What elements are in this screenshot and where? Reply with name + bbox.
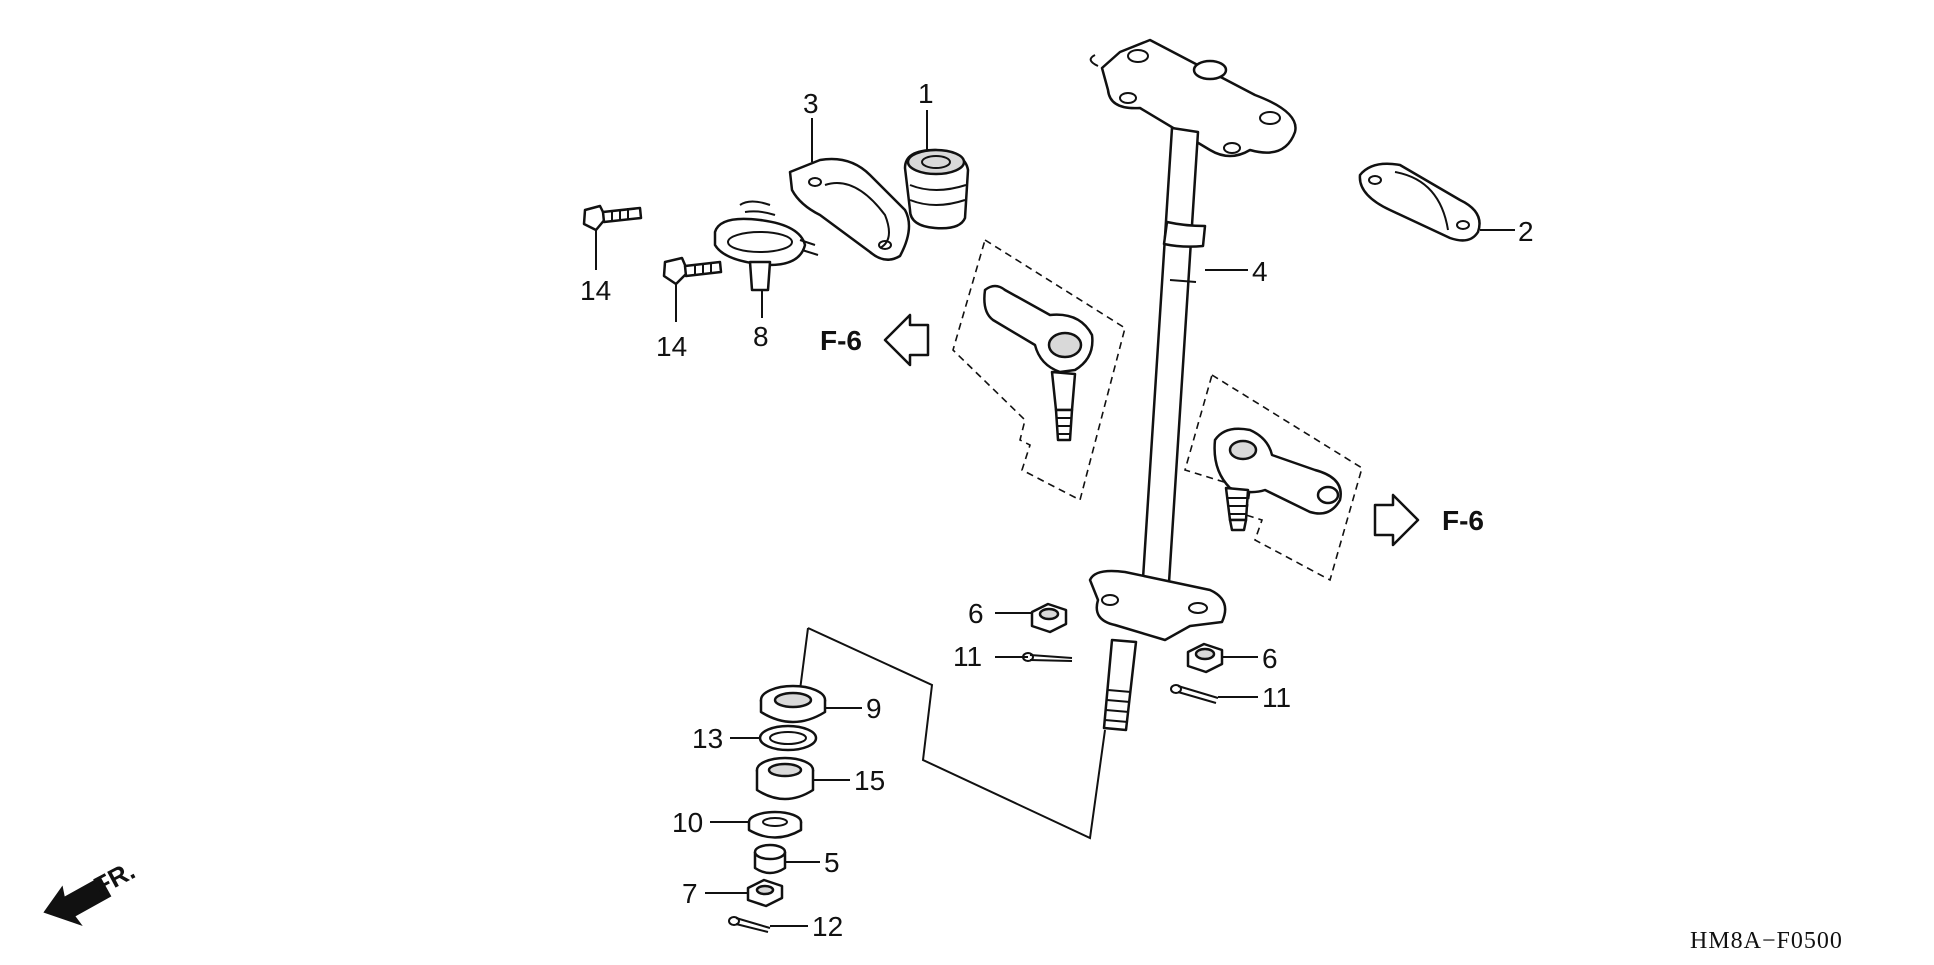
o-ring: [758, 724, 818, 752]
cotter-pin-left: [1022, 652, 1073, 662]
bolt-1: [582, 204, 643, 232]
front-direction-indicator: FR.: [43, 855, 140, 926]
callout-5: 5: [824, 847, 840, 878]
front-direction-arrow-icon: [43, 876, 112, 926]
reference-arrow-left[interactable]: F-6: [820, 313, 930, 367]
callout-10: 10: [672, 807, 703, 838]
callout-13: 13: [692, 723, 723, 754]
shaft-holder: [739, 157, 911, 261]
callout-9: 9: [866, 693, 882, 724]
bolt-2: [662, 256, 723, 286]
leader-lines: [595, 110, 1515, 927]
reference-arrow-icon: [883, 313, 930, 367]
callout-11b: 11: [1262, 682, 1291, 713]
lower-nut: [746, 878, 784, 908]
reference-label: F-6: [1442, 505, 1484, 536]
bushing: [747, 810, 803, 839]
callout-labels: 1 2 3 4 5 6 6 7 8 9 10 11 11 12 13 14 14…: [580, 78, 1534, 942]
dust-seal: [1358, 162, 1481, 242]
callout-8: 8: [753, 321, 769, 352]
callout-2: 2: [1518, 216, 1534, 247]
callout-15: 15: [854, 765, 885, 796]
nut-left: [1030, 602, 1068, 634]
reference-arrow-icon: [1373, 493, 1420, 547]
cotter-pin-right: [1170, 684, 1219, 704]
callout-1: 1: [918, 78, 934, 109]
assembly-bracket: [807, 627, 1106, 840]
nut-right: [1186, 642, 1224, 674]
bearing: [755, 756, 815, 801]
callout-11a: 11: [953, 641, 982, 672]
oil-seal: [759, 684, 827, 724]
collar-bushing: [753, 843, 787, 875]
callout-3: 3: [803, 88, 819, 119]
tie-rod-end-left: [952, 238, 1126, 502]
lower-cotter-pin: [728, 916, 771, 933]
tie-rod-end-right: [1184, 373, 1363, 582]
callout-14a: 14: [580, 275, 611, 306]
steering-shaft: [1088, 38, 1297, 732]
callout-12: 12: [812, 911, 843, 942]
drawing-code: HM8A−F0500: [1690, 928, 1843, 954]
clamp: [713, 217, 819, 292]
callout-7: 7: [682, 878, 698, 909]
reference-arrow-right[interactable]: F-6: [1373, 493, 1484, 547]
callout-4: 4: [1252, 256, 1268, 287]
reference-label: F-6: [820, 325, 862, 356]
callout-6a: 6: [968, 598, 984, 629]
callout-6b: 6: [1262, 643, 1278, 674]
callout-14b: 14: [656, 331, 687, 362]
collar: [903, 148, 970, 230]
